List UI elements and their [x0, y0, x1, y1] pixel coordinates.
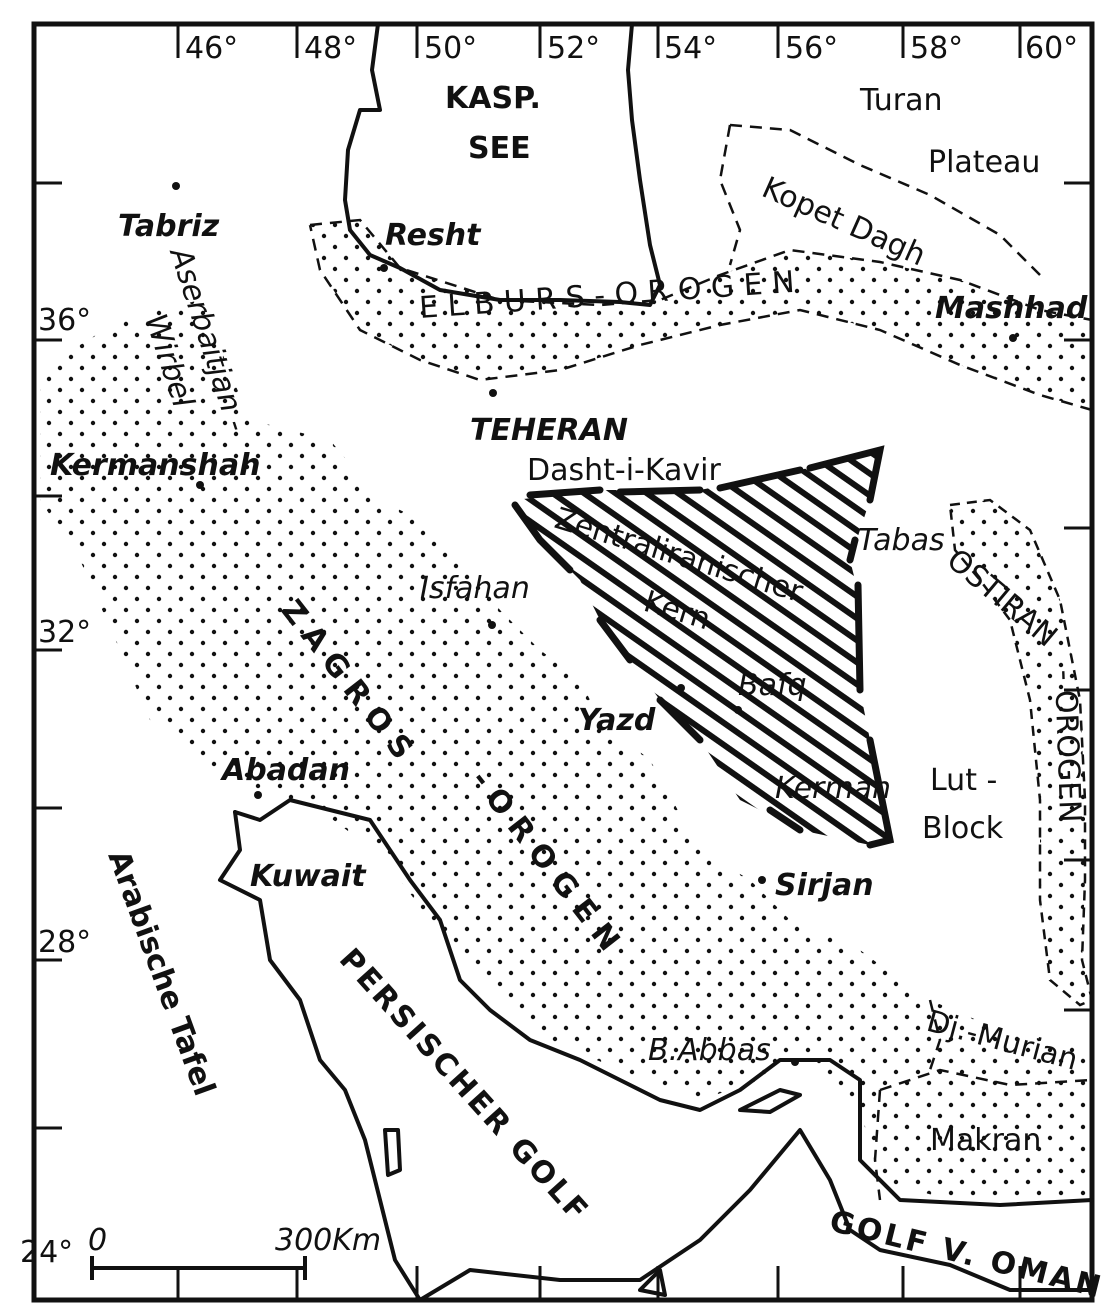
city-dot-bafq: [734, 706, 742, 714]
label-golf-oman: GOLF V. OMAN: [826, 1204, 1107, 1306]
label-turan: Turan: [859, 83, 943, 118]
ostiran-orogen-zone: [948, 498, 1094, 1007]
city-dot-sirjan: [758, 876, 766, 884]
city-resht: Resht: [385, 218, 482, 253]
city-teheran: TEHERAN: [470, 413, 628, 448]
label-see: SEE: [468, 131, 531, 166]
label-plateau: Plateau: [928, 145, 1040, 180]
lon-52: 52°: [547, 31, 600, 66]
city-kerman: Kerman: [775, 771, 891, 806]
city-kermanshah: Kermanshah: [50, 448, 260, 483]
city-babbas: B.Abbas: [648, 1033, 771, 1068]
city-sirjan: Sirjan: [775, 868, 874, 903]
city-tabriz: Tabriz: [118, 209, 220, 244]
lat-28: 28°: [38, 925, 91, 960]
island-qeshm: [738, 1088, 802, 1114]
city-dot-yazd: [677, 684, 685, 692]
makran-lines: [873, 999, 1093, 1201]
label-block: Block: [922, 811, 1004, 846]
zagros-orogen-zone: [40, 300, 1092, 1200]
city-dot-tabriz: [172, 182, 180, 190]
lat-36: 36°: [38, 303, 91, 338]
city-dot-teheran: [489, 389, 497, 397]
label-arabische-tafel: Arabische Tafel: [100, 846, 221, 1101]
city-dot-resht: [380, 264, 388, 272]
central-core-border: [511, 445, 895, 849]
city-kuwait: Kuwait: [250, 859, 367, 894]
kopet-dagh-outline: [718, 123, 1041, 276]
island-south: [638, 1268, 667, 1297]
elburs-orogen-zone: [310, 220, 1092, 410]
lon-60: 60°: [1025, 31, 1078, 66]
label-makran: Makran: [930, 1123, 1041, 1158]
city-abadan: Abadan: [220, 753, 350, 788]
scale-bar: 0 300Km: [88, 1223, 381, 1280]
lon-48: 48°: [304, 31, 357, 66]
lat-24: 24°: [20, 1235, 73, 1270]
map-frame: [31, 21, 1095, 1303]
city-tabas: Tabas: [858, 523, 945, 558]
lon-46: 46°: [185, 31, 238, 66]
city-dot-abadan: [254, 791, 262, 799]
label-lut: Lut -: [930, 763, 997, 798]
lon-56: 56°: [785, 31, 838, 66]
latitude-labels: 36° 32° 28° 24°: [20, 303, 91, 1270]
label-dasht-i-kavir: Dasht-i-Kavir: [527, 453, 721, 488]
lon-54: 54°: [664, 31, 717, 66]
city-mashhad: Mashhad: [935, 291, 1088, 326]
city-yazd: Yazd: [578, 703, 656, 738]
city-isfahan: Isfahan: [420, 571, 530, 606]
city-dot-isfahan: [488, 621, 496, 629]
city-dot-babbas: [791, 1058, 799, 1066]
label-ostiran-orogen: - OROGEN: [1047, 669, 1087, 823]
elburs-outline: [308, 218, 1093, 412]
scale-max: 300Km: [275, 1223, 381, 1258]
lon-50: 50°: [424, 31, 477, 66]
city-dot-mashhad: [1009, 334, 1017, 342]
island-bahrain: [383, 1128, 402, 1177]
persian-gulf-north-coast: [233, 798, 1094, 1207]
lat-32: 32°: [38, 615, 91, 650]
lon-58: 58°: [910, 31, 963, 66]
label-kasp: KASP.: [445, 81, 541, 116]
arabian-coastline: [218, 810, 1094, 1302]
city-bafq: Bafq: [738, 668, 807, 703]
caspian-coastline: [343, 22, 662, 307]
longitude-labels: 46° 48° 50° 52° 54° 56° 58° 60°: [185, 31, 1078, 66]
central-iranian-core: [515, 450, 890, 845]
scale-zero: 0: [88, 1223, 107, 1258]
city-dot-kermanshah: [196, 481, 204, 489]
